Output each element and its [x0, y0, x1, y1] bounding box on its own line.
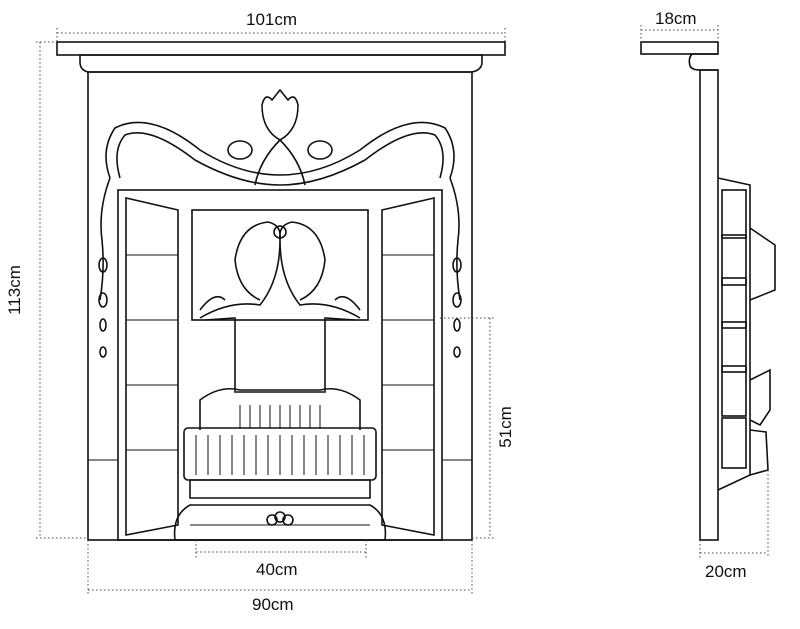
canopy-ornament [199, 221, 361, 319]
tile-panel-left [125, 196, 179, 536]
shelf-depth-label: 18cm [655, 9, 697, 28]
width-top-label: 101cm [246, 10, 298, 29]
side-mantel-shelf [640, 41, 719, 55]
opening-height-label: 51cm [495, 406, 515, 448]
art-nouveau-ornament [98, 88, 462, 358]
canopy [191, 209, 369, 321]
mantel-moulding [79, 54, 483, 73]
side-moulding [688, 53, 718, 71]
side-insert [717, 177, 751, 491]
dimension-lines-side [640, 25, 769, 558]
grate-width-label: 40cm [256, 560, 298, 579]
side-view [640, 25, 776, 558]
ashpan-cover [173, 504, 387, 541]
width-bottom-label: 90cm [252, 595, 294, 614]
grate-hood [199, 387, 361, 430]
tile-panel-right [381, 196, 435, 536]
front-view [36, 28, 506, 596]
mantel-shelf [56, 41, 506, 56]
total-depth-label: 20cm [705, 562, 747, 581]
fireback [204, 317, 356, 393]
side-surround-body [699, 69, 719, 541]
grate-bars [239, 405, 321, 428]
dimension-lines-front [36, 28, 506, 596]
side-canopy [749, 227, 776, 301]
height-label: 113cm [4, 265, 24, 315]
side-grate [749, 368, 771, 427]
